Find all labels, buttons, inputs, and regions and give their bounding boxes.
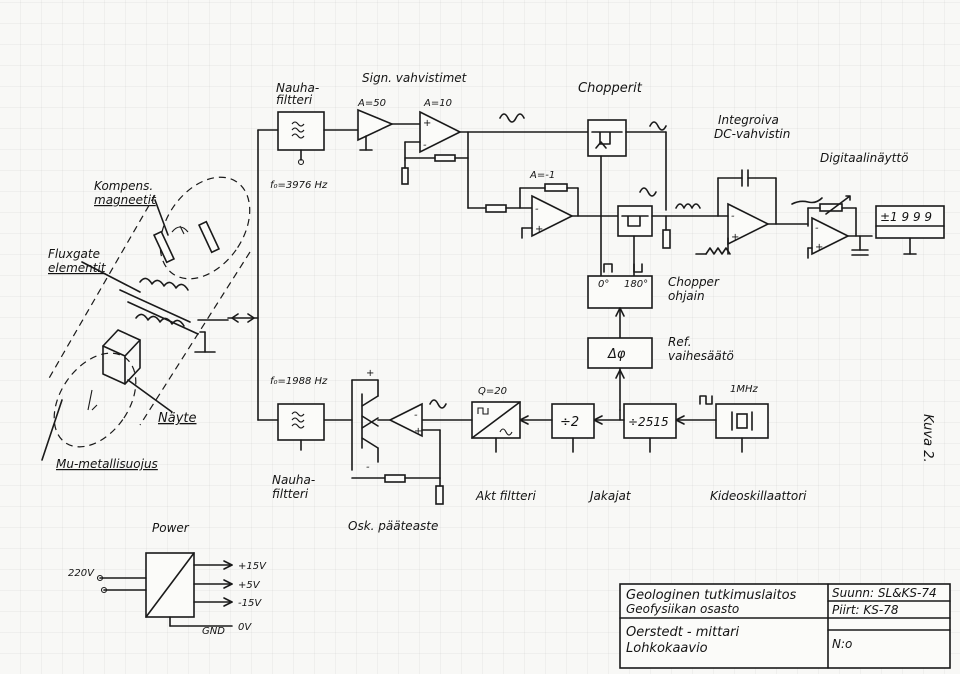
label-kompens-1: Kompens. [94, 179, 153, 193]
label-kuva: Kuva 2. [920, 414, 935, 463]
title-block-frame [619, 583, 951, 669]
label-sign-vahvistimet: Sign. vahvistimet [362, 71, 468, 85]
label-integroiva-1: Integroiva [718, 113, 779, 127]
svg-text:+: + [366, 368, 374, 379]
label-1mhz: 1MHz [730, 384, 759, 395]
svg-text:+: + [535, 224, 543, 235]
sample-cube [87, 329, 173, 413]
label-f0-bottom: f₀=1988 Hz [270, 376, 328, 387]
label-plus15: +15V [238, 561, 267, 572]
inverter-amplifier: - + [519, 183, 579, 239]
output-amplifier: - + [807, 195, 857, 259]
label-chopper-180: 180° [624, 279, 648, 290]
svg-text:+: + [731, 232, 739, 243]
title-name-2: Lohkokaavio [626, 641, 708, 656]
label-nauha-bot-1: Nauha- [272, 473, 315, 487]
label-nauha-top-2: filtteri [276, 93, 313, 107]
label-nayte: Näyte [158, 411, 196, 426]
divider-2 [551, 403, 595, 453]
label-nauha-top-1: Nauha- [276, 81, 319, 95]
label-minus15: -15V [238, 598, 262, 609]
label-gain-minus1: A=-1 [529, 170, 555, 181]
push-pull-transistors: + - [351, 368, 441, 483]
svg-text:-: - [414, 410, 418, 421]
svg-text:+: + [423, 118, 431, 129]
compensation-magnets [152, 199, 221, 264]
label-chopperit: Chopperit [578, 81, 643, 96]
label-0v: 0V [238, 622, 252, 633]
bandpass-filter-bottom [277, 403, 325, 451]
svg-text:-: - [815, 223, 819, 234]
label-osk-paateaste: Osk. pääteaste [348, 519, 438, 533]
label-digitaalinaytto: Digitaalinäyttö [820, 151, 908, 165]
svg-text:+: + [815, 242, 823, 253]
digital-display [875, 205, 945, 255]
svg-text:-: - [366, 462, 370, 473]
label-ref-2: vaihesäätö [668, 349, 734, 363]
label-q-20: Q=20 [478, 386, 507, 397]
label-fluxgate-2: elementit [48, 261, 107, 275]
label-chopper-ohjain-2: ohjain [668, 289, 705, 303]
label-fluxgate-1: Fluxgate [48, 247, 100, 261]
svg-text:+: + [414, 426, 422, 437]
output-stage-amplifier: - + [388, 402, 444, 505]
label-akt-filtteri: Akt filtteri [475, 489, 536, 503]
label-div-2515: ÷2515 [628, 415, 669, 429]
svg-text:-: - [731, 211, 735, 222]
chopper-1 [587, 119, 627, 287]
label-jakajat: Jakajat [588, 489, 632, 503]
crystal-oscillator [699, 395, 769, 453]
title-org-1: Geologinen tutkimuslaitos [626, 588, 797, 603]
label-chopper-0: 0° [598, 279, 609, 290]
label-f0-top: f₀=3976 Hz [270, 180, 328, 191]
bandpass-filter-top [277, 111, 325, 166]
label-ref-1: Ref. [668, 335, 692, 349]
label-gain-50: A=50 [357, 98, 386, 109]
amplifier-a50 [357, 108, 394, 151]
svg-text:-: - [423, 140, 427, 151]
active-filter [471, 401, 521, 453]
title-no: N:o [832, 637, 852, 651]
title-name-1: Oerstedt - mittari [626, 625, 740, 640]
label-gnd: GND [202, 626, 225, 637]
label-kideoskillaattori: Kideoskillaattori [710, 489, 807, 503]
label-chopper-ohjain-1: Chopper [668, 275, 720, 289]
title-suunn: Suunn: SL&KS-74 [832, 586, 937, 600]
fluxgate-elements [81, 261, 229, 353]
label-plus5: +5V [238, 580, 261, 591]
label-integroiva-2: DC-vahvistin [714, 127, 790, 141]
label-gain-10: A=10 [423, 98, 452, 109]
chopper-controller [587, 263, 653, 339]
divider-2515 [623, 403, 677, 453]
title-piirt: Piirt: KS-78 [832, 603, 899, 617]
label-div-2: ÷2 [560, 415, 579, 430]
label-220v: 220V [68, 568, 95, 579]
label-kompens-2: magneetit [94, 193, 157, 207]
label-nauha-bot-2: filtteri [272, 487, 309, 501]
label-power: Power [152, 521, 190, 535]
phase-shifter [587, 337, 653, 411]
svg-text:-: - [535, 204, 539, 215]
label-delta-phi: Δφ [607, 347, 626, 362]
power-supply [96, 552, 233, 627]
display-value: ±1 9 9 9 [880, 210, 932, 224]
title-org-2: Geofysiikan osasto [626, 602, 739, 616]
label-mu-metal: Mu-metallisuojus [56, 457, 158, 471]
chopper-2 [617, 205, 653, 287]
amplifier-a10: + - [401, 110, 469, 185]
integrator-dc-amplifier: - + [695, 169, 777, 255]
